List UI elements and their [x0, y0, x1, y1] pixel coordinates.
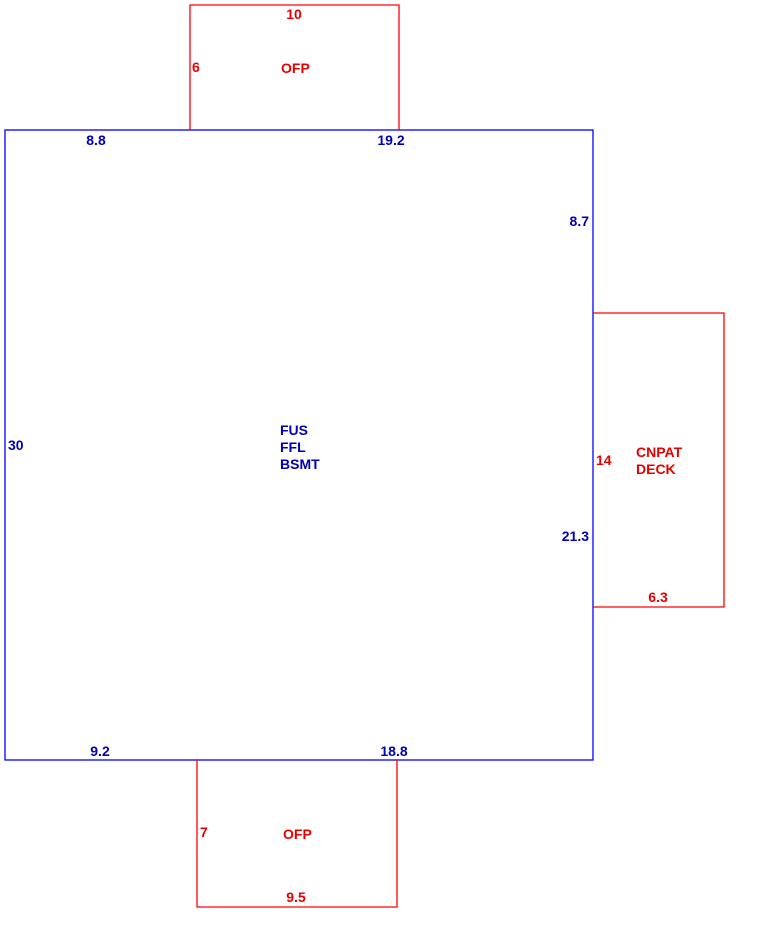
main-dim-right-upper: 8.7 [570, 213, 590, 229]
deck-label-1: CNPAT [636, 444, 683, 460]
bottom-porch-label: OFP [283, 826, 312, 842]
main-dim-top-left: 8.8 [86, 132, 106, 148]
main-dim-top-right: 19.2 [377, 132, 404, 148]
top-porch-outline [189, 4, 400, 130]
top-porch-dim-top: 10 [286, 6, 302, 22]
deck-dim-left: 14 [596, 452, 612, 468]
main-area-label-3: BSMT [280, 456, 320, 472]
main-area-outline [4, 129, 594, 761]
deck-outline [593, 312, 725, 608]
main-area-label-1: FUS [280, 422, 308, 438]
main-dim-bottom-right: 18.8 [380, 743, 407, 759]
bottom-porch-dim-bottom: 9.5 [286, 889, 306, 905]
top-porch-dim-left: 6 [192, 59, 200, 75]
bottom-porch-outline [196, 760, 398, 908]
bottom-porch-dim-left: 7 [200, 824, 208, 840]
main-dim-bottom-left: 9.2 [90, 743, 110, 759]
deck-label-2: DECK [636, 461, 676, 477]
main-dim-right-lower: 21.3 [562, 528, 589, 544]
main-dim-left: 30 [8, 437, 24, 453]
deck-dim-bottom: 6.3 [648, 589, 668, 605]
main-area-label-2: FFL [280, 439, 306, 455]
top-porch-label: OFP [281, 60, 310, 76]
